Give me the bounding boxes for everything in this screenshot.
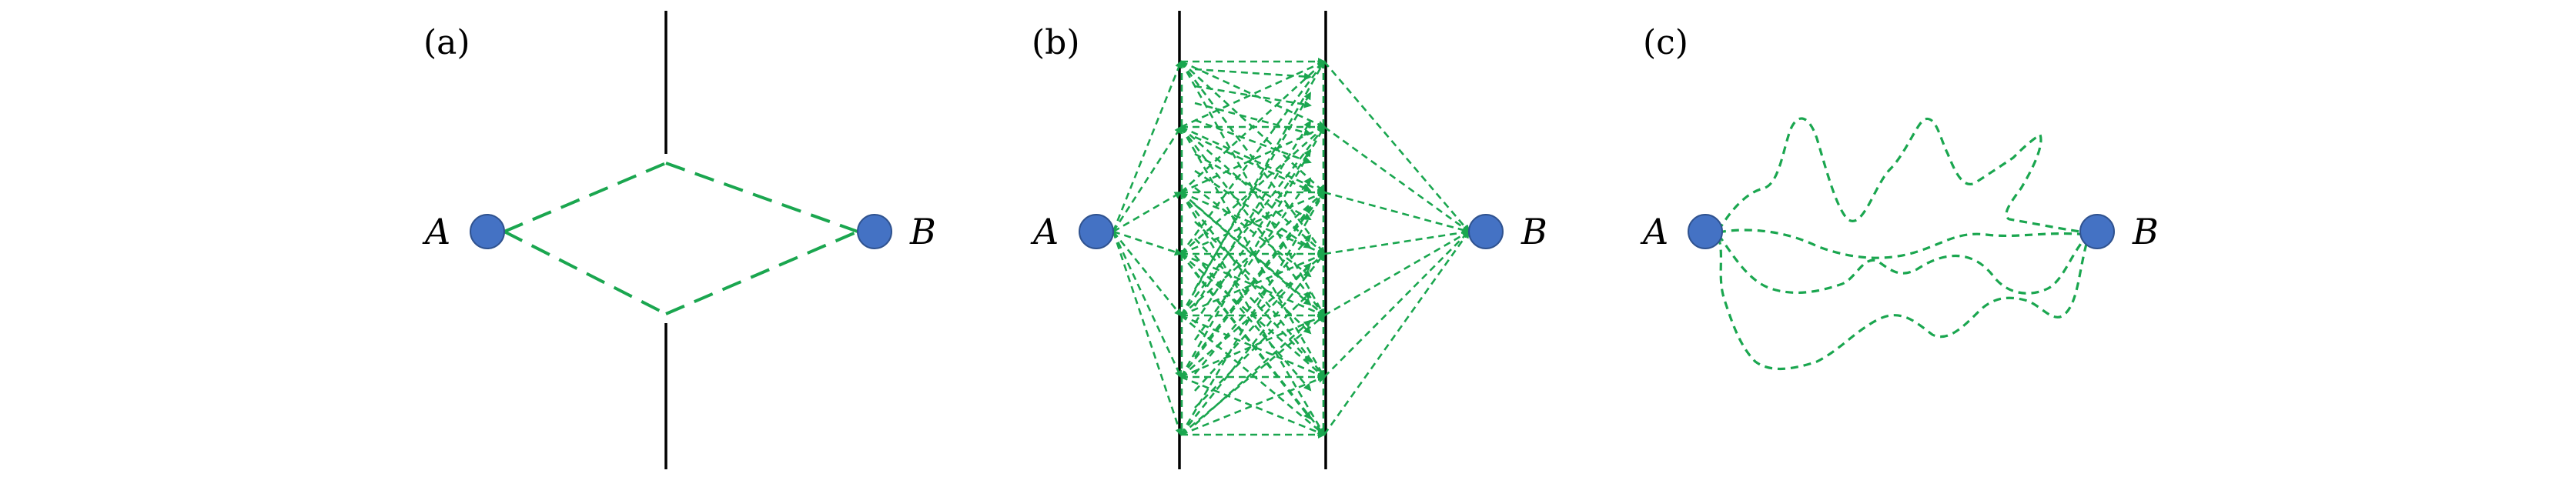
panel-b-path [1194, 234, 1312, 375]
panel-b-path [1323, 61, 1470, 233]
panel-b-path [1180, 375, 1326, 436]
panel-b-path [1194, 102, 1312, 136]
panel-a-node-a [470, 214, 505, 249]
panel-c-path-middle [1718, 228, 2087, 259]
panel-c: (c) A B [1640, 23, 2159, 370]
panel-b-path [1194, 186, 1312, 278]
panel-b-path [1112, 231, 1183, 436]
panel-a-paths [503, 162, 858, 315]
panel-b-path [1193, 205, 1312, 358]
panel-b-path [1193, 148, 1312, 324]
panel-b-path [1112, 191, 1183, 233]
panel-b-path [1323, 125, 1470, 233]
panel-b-path [1179, 191, 1326, 435]
panel-b-path [1323, 228, 1470, 255]
panel-b-path [1194, 118, 1312, 164]
panel-b-node-b [1468, 214, 1504, 249]
panel-b-path [1180, 60, 1326, 193]
panel-b-path [1180, 314, 1326, 379]
panel-b-path [1180, 191, 1326, 255]
panel-b-path [1112, 231, 1183, 379]
panel-a-node-b-label: B [909, 211, 936, 252]
panel-b-path [1112, 60, 1183, 232]
panel-b-path [1179, 191, 1326, 378]
panel-b-path [1323, 230, 1470, 435]
panel-b-node-b-label: B [1521, 211, 1547, 252]
panel-b-path [1179, 125, 1326, 378]
panel-a-label: (a) [423, 23, 470, 62]
panel-a-path [665, 162, 858, 233]
panel-b-path [1323, 230, 1470, 378]
panel-b-path [1180, 125, 1326, 194]
panel-b-node-a-label: A [1030, 211, 1059, 252]
panel-c-node-a-label: A [1640, 211, 1668, 252]
panel-c-paths [1717, 117, 2089, 370]
panel-b-path [1112, 125, 1183, 232]
panel-b-path [1193, 272, 1312, 420]
panel-b-path [1180, 191, 1326, 255]
panel-c-node-b-label: B [2132, 211, 2159, 252]
panel-c-node-b [2079, 214, 2115, 249]
panel-b: (b) A B [1030, 11, 1547, 469]
panel-b-path [1194, 152, 1312, 221]
panel-b-paths [1112, 58, 1470, 439]
panel-b-path [1180, 60, 1326, 128]
panel-b-label: (b) [1032, 23, 1080, 62]
panel-b-path [1194, 204, 1312, 306]
panel-b-path [1194, 291, 1312, 409]
panel-b-path [1194, 238, 1312, 363]
panel-b-path [1180, 252, 1326, 317]
panel-b-path [1194, 255, 1312, 392]
panel-c-node-a [1688, 214, 1723, 249]
panel-b-path [1194, 319, 1312, 425]
panel-b-path [1193, 120, 1312, 307]
panel-b-path [1193, 177, 1312, 341]
panel-b-path [1194, 169, 1312, 249]
panel-c-label: (c) [1643, 23, 1688, 62]
panel-a-path [503, 162, 667, 233]
panel-a-path [503, 230, 667, 315]
panel-b-path [1112, 230, 1183, 256]
panel-c-path-lower-small [1717, 234, 2088, 295]
panel-a-node-a-label: A [422, 211, 450, 252]
panel-a-node-b [857, 214, 892, 249]
panel-b-path [1323, 191, 1470, 234]
panel-b-path [1179, 252, 1326, 435]
panel-b-path [1323, 230, 1470, 317]
panel-b-path [1179, 60, 1326, 255]
panel-b-path [1194, 135, 1312, 192]
panel-b-path [1180, 375, 1326, 436]
panel-b-path [1180, 252, 1326, 317]
panel-b-path [1180, 314, 1326, 435]
panel-b-path [1179, 61, 1326, 317]
panel-a-path [665, 230, 858, 315]
panel-c-path-lower-big [1717, 236, 2089, 370]
panel-b-path [1193, 92, 1312, 290]
panel-b-node-a [1079, 214, 1114, 249]
panel-b-path [1180, 60, 1326, 128]
panel-b-path [1194, 68, 1312, 81]
panel-b-path [1194, 262, 1312, 392]
panel-c-path-upper [1717, 117, 2087, 234]
panel-b-path [1194, 85, 1312, 108]
panel-b-path [1112, 231, 1183, 317]
panel-b-path [1194, 221, 1312, 335]
panel-a: (a) A B [422, 11, 936, 469]
